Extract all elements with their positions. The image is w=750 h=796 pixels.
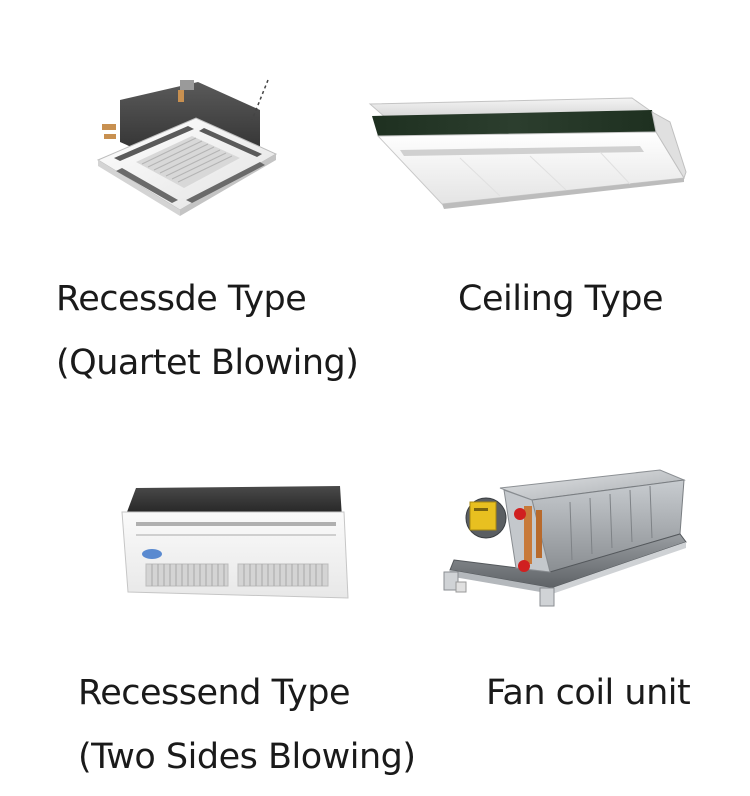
recessed-quartet-title: Recessde Type bbox=[56, 279, 307, 319]
recessed-two-sides-title: Recessend Type bbox=[78, 673, 350, 713]
recessed-two-sides-label: Recessend Type (Two Sides Blowing) bbox=[78, 672, 416, 778]
fan-coil-label: Fan coil unit bbox=[486, 672, 691, 714]
recessed-two-sides-subtitle: (Two Sides Blowing) bbox=[78, 737, 416, 777]
ceiling-label: Ceiling Type bbox=[458, 278, 664, 320]
recessed-quartet-label: Recessde Type (Quartet Blowing) bbox=[56, 278, 359, 384]
ceiling-title: Ceiling Type bbox=[458, 279, 664, 319]
cassette-unit-image bbox=[92, 72, 282, 222]
recessed-two-way-unit-image bbox=[118, 482, 350, 604]
fan-coil-unit-image bbox=[440, 462, 690, 630]
fan-coil-title: Fan coil unit bbox=[486, 673, 691, 713]
recessed-quartet-subtitle: (Quartet Blowing) bbox=[56, 343, 359, 383]
ceiling-unit-image bbox=[360, 92, 690, 217]
